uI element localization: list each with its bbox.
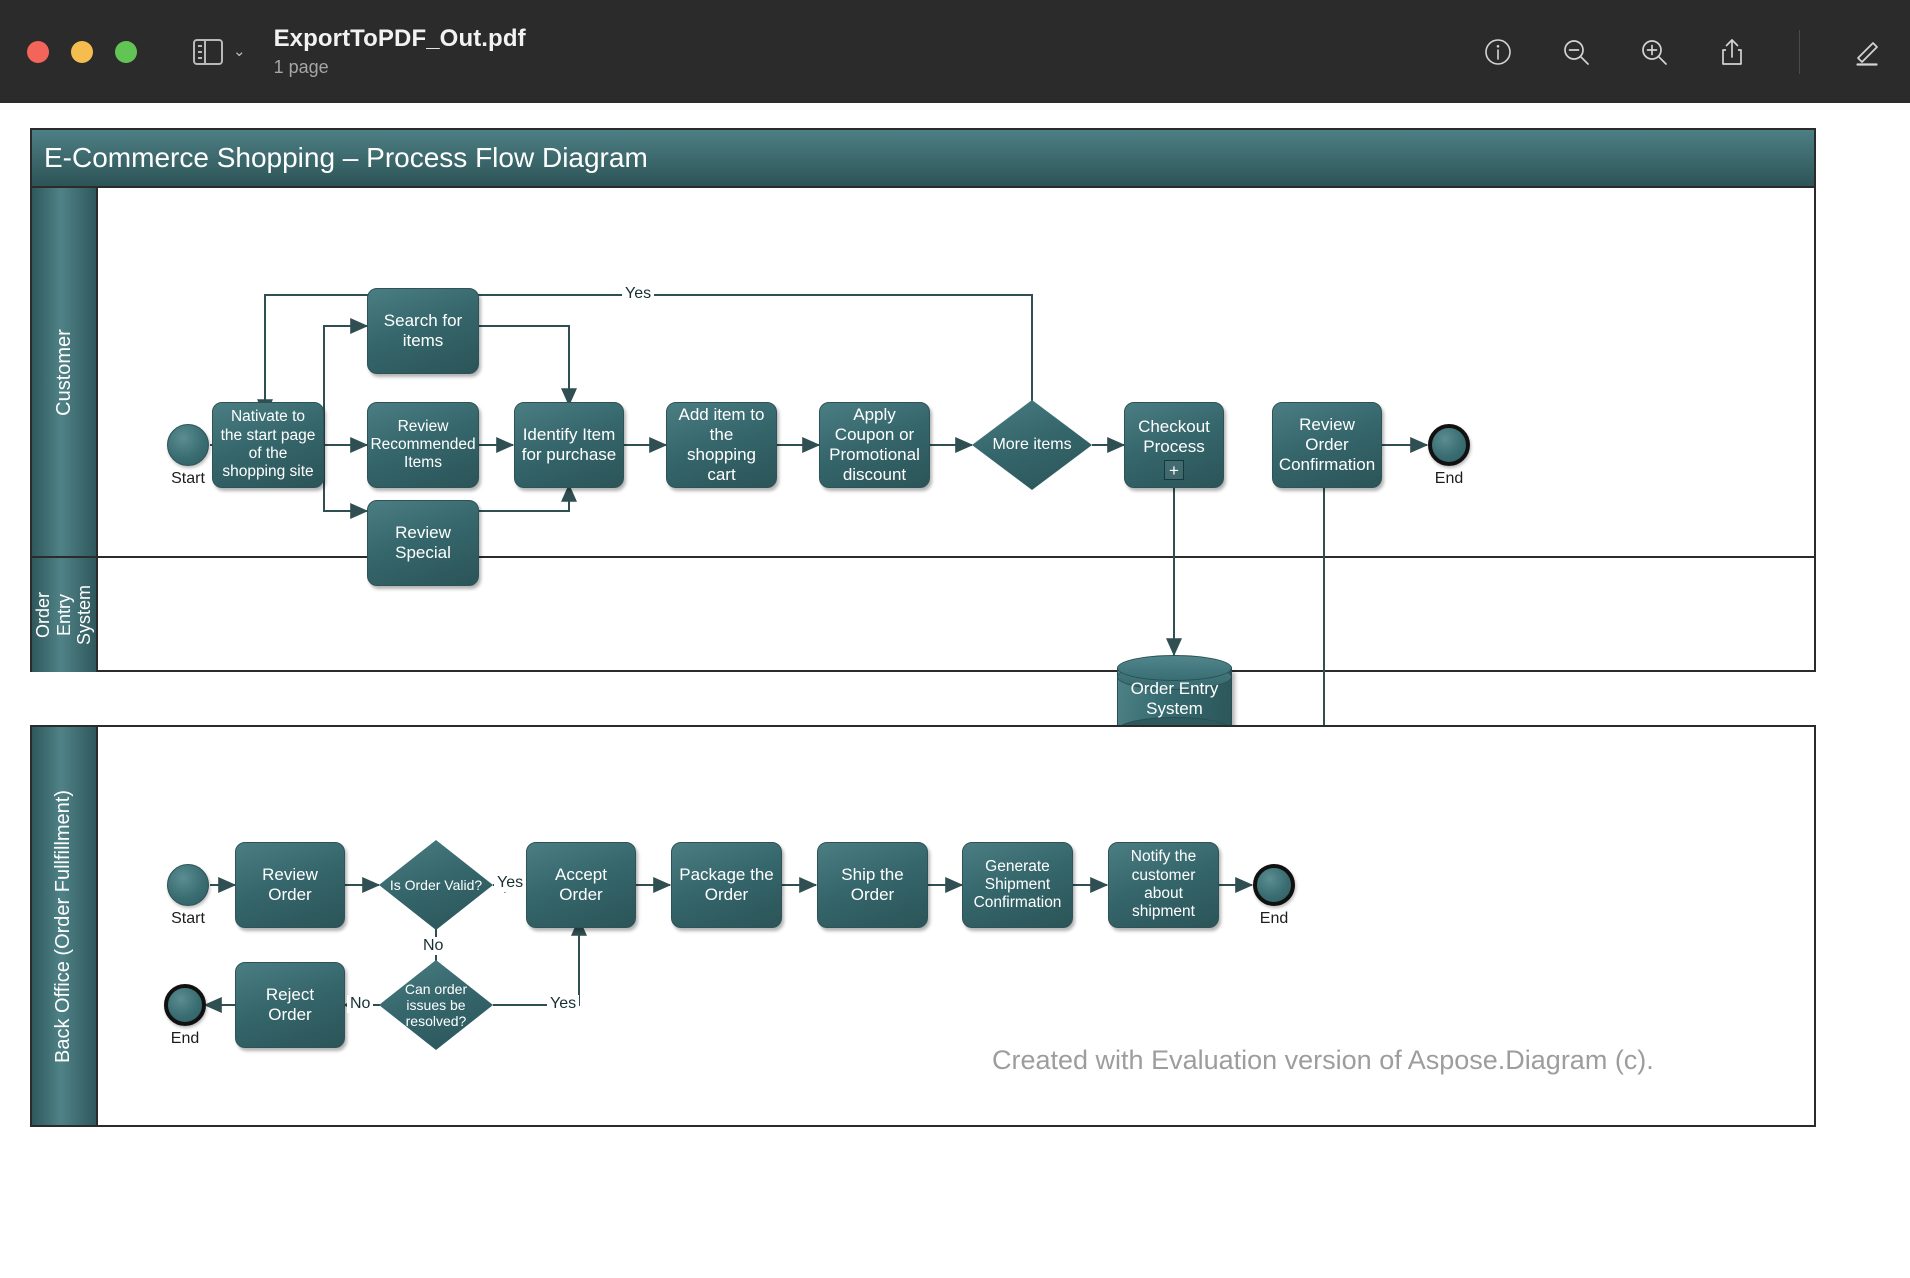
edge-label-resolved-no: No — [347, 995, 374, 1013]
lane-label-back-office: Back Office (Order Fullfillment) — [32, 727, 98, 1125]
zoom-out-icon[interactable] — [1559, 35, 1593, 69]
edge-label-valid-yes: Yes — [494, 874, 527, 892]
evaluation-watermark: Created with Evaluation version of Aspos… — [992, 1045, 1654, 1075]
node-package-order-label: Package the Order — [679, 864, 774, 904]
zoom-in-icon[interactable] — [1637, 35, 1671, 69]
decision-is-order-valid[interactable]: Is Order Valid? — [379, 840, 493, 930]
end-event-back-office[interactable] — [1253, 864, 1295, 906]
node-checkout-process[interactable]: Checkout Process — [1124, 402, 1224, 488]
toolbar-right — [1481, 29, 1884, 74]
decision-can-issues-label: Can order issues be resolved? — [404, 980, 468, 1030]
diagram-title: E-Commerce Shopping – Process Flow Diagr… — [44, 142, 648, 173]
node-notify-customer[interactable]: Notify the customer about shipment — [1108, 842, 1219, 928]
start-event-customer[interactable] — [167, 424, 209, 466]
node-apply-coupon-label: Apply Coupon or Promotional discount — [829, 404, 920, 485]
node-review-order-label: Review Order — [262, 864, 318, 904]
node-review-special[interactable]: Review Special — [367, 500, 479, 586]
node-review-order-confirmation[interactable]: Review Order Confirmation — [1272, 402, 1382, 488]
decision-more-items-label: More items — [992, 435, 1072, 453]
node-navigate-label: Nativate to the start page of the shoppi… — [220, 408, 316, 481]
datastore-label: Order Entry System — [1130, 678, 1219, 718]
close-window-button[interactable] — [27, 40, 49, 63]
node-checkout-process-label: Checkout Process — [1138, 416, 1210, 456]
node-add-to-cart[interactable]: Add item to the shopping cart — [666, 402, 777, 488]
node-search-for-items[interactable]: Search for items — [367, 288, 479, 374]
toolbar-divider — [1799, 29, 1800, 74]
minimize-window-button[interactable] — [71, 40, 93, 63]
node-accept-order[interactable]: Accept Order — [526, 842, 636, 928]
datastore-order-entry-system[interactable]: Order Entry System — [1117, 655, 1232, 743]
node-review-special-label: Review Special — [395, 522, 451, 562]
document-title-block: ExportToPDF_Out.pdf 1 page — [274, 25, 526, 78]
pool-title-bar: E-Commerce Shopping – Process Flow Diagr… — [32, 130, 1814, 188]
node-accept-order-label: Accept Order — [555, 864, 607, 904]
lane-divider — [32, 556, 1814, 558]
node-review-recommended-items-label: Review Recommended Items — [370, 417, 476, 472]
lane-label-order-entry-system: Order Entry System — [32, 558, 98, 672]
markup-pencil-icon[interactable] — [1850, 35, 1884, 69]
document-page-count: 1 page — [273, 57, 329, 77]
edge-label-resolved-yes: Yes — [547, 995, 580, 1013]
node-review-order-confirmation-label: Review Order Confirmation — [1278, 414, 1376, 475]
document-title: ExportToPDF_Out.pdf — [273, 25, 526, 52]
traffic-light-controls[interactable] — [27, 40, 137, 63]
info-icon[interactable] — [1481, 35, 1515, 69]
node-review-recommended-items[interactable]: Review Recommended Items — [367, 402, 479, 488]
node-identify-item-label: Identify Item for purchase — [521, 424, 617, 464]
node-notify-customer-label: Notify the customer about shipment — [1130, 848, 1197, 921]
pdf-page: E-Commerce Shopping – Process Flow Diagr… — [0, 103, 1910, 1278]
node-ship-order-label: Ship the Order — [841, 864, 904, 904]
node-review-order[interactable]: Review Order — [235, 842, 345, 928]
start-event-back-office-label: Start — [171, 910, 205, 927]
share-icon[interactable] — [1715, 35, 1749, 69]
sidebar-toggle-button[interactable]: ⌄ — [193, 38, 246, 65]
subprocess-plus-label: + — [1169, 460, 1179, 480]
node-navigate[interactable]: Nativate to the start page of the shoppi… — [212, 402, 324, 488]
pool-back-office: Back Office (Order Fullfillment) — [30, 725, 1816, 1127]
end-event-back-office-label: End — [1259, 910, 1289, 927]
node-ship-order[interactable]: Ship the Order — [817, 842, 928, 928]
node-generate-shipment-confirmation[interactable]: Generate Shipment Confirmation — [962, 842, 1073, 928]
edge-label-valid-no: No — [420, 937, 447, 955]
start-event-back-office[interactable] — [167, 864, 209, 906]
window-title-bar: ⌄ ExportToPDF_Out.pdf 1 page — [0, 0, 1910, 103]
chevron-down-icon[interactable]: ⌄ — [233, 43, 246, 60]
sidebar-icon — [193, 38, 223, 65]
datastore-top-cap — [1117, 655, 1232, 681]
pool-ecommerce: E-Commerce Shopping – Process Flow Diagr… — [30, 128, 1816, 743]
node-search-for-items-label: Search for items — [383, 310, 463, 350]
lane-label-customer: Customer — [32, 188, 98, 556]
end-event-customer-label: End — [1434, 470, 1464, 487]
node-generate-shipment-confirmation-label: Generate Shipment Confirmation — [973, 857, 1062, 912]
node-identify-item[interactable]: Identify Item for purchase — [514, 402, 624, 488]
decision-can-issues-be-resolved[interactable]: Can order issues be resolved? — [379, 960, 493, 1050]
end-event-reject-label: End — [170, 1030, 200, 1047]
end-event-reject[interactable] — [164, 984, 206, 1026]
decision-more-items[interactable]: More items — [972, 400, 1092, 490]
end-event-customer[interactable] — [1428, 424, 1470, 466]
edge-label-more-items-yes: Yes — [622, 285, 655, 303]
node-apply-coupon[interactable]: Apply Coupon or Promotional discount — [819, 402, 930, 488]
node-reject-order[interactable]: Reject Order — [235, 962, 345, 1048]
subprocess-marker-plus: + — [1164, 460, 1184, 480]
maximize-window-button[interactable] — [115, 40, 137, 63]
node-add-to-cart-label: Add item to the shopping cart — [678, 404, 765, 485]
decision-is-order-valid-label: Is Order Valid? — [389, 876, 483, 893]
start-event-customer-label: Start — [171, 470, 205, 487]
node-reject-order-label: Reject Order — [265, 984, 315, 1024]
node-package-order[interactable]: Package the Order — [671, 842, 782, 928]
